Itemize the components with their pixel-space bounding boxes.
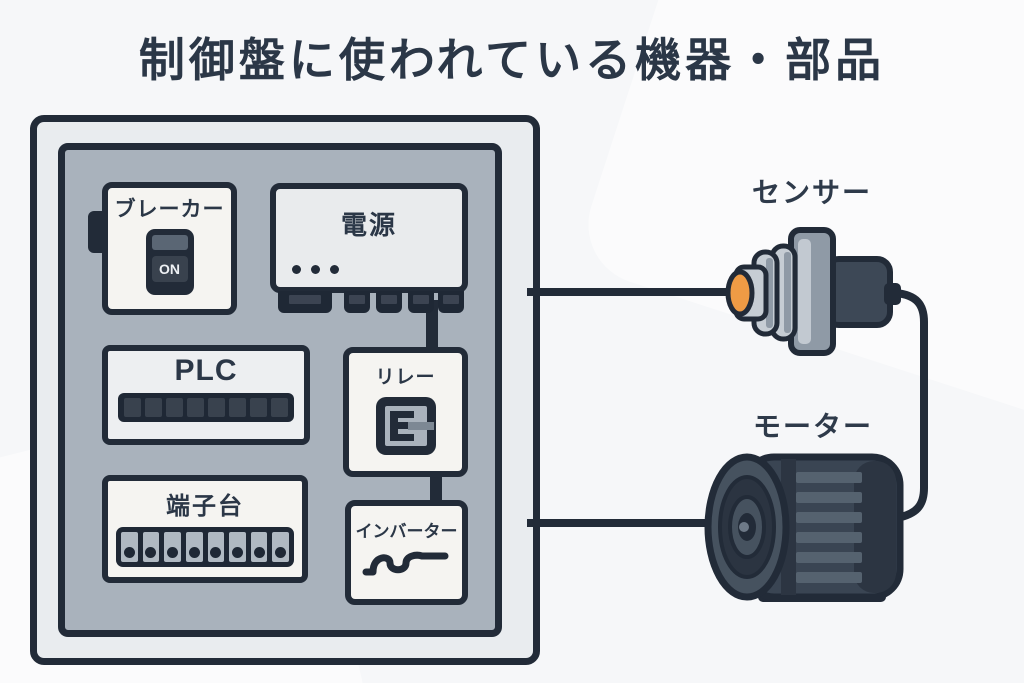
power-supply-label: 電源 [340, 210, 397, 240]
terminal-cell [272, 532, 289, 562]
plc-io-cell [271, 398, 288, 417]
terminal-cell [142, 532, 160, 562]
plc-io-cell [166, 398, 183, 417]
power-indicator-dots [292, 265, 339, 274]
relay-to-inverter-wire [430, 475, 442, 503]
motor-end-cap [854, 461, 896, 593]
motor-shaft [739, 522, 749, 532]
terminal-screw [275, 547, 287, 558]
plc-io-cell [124, 398, 141, 417]
breaker-switch: ON [145, 229, 194, 295]
sensor-cable-nub [884, 283, 901, 305]
relay-box: リレー [343, 347, 468, 477]
terminal-notch [381, 295, 397, 304]
proximity-sensor-icon [725, 227, 901, 356]
plc-io-cell [250, 398, 267, 417]
plc-io-cell [208, 398, 225, 417]
sensor-nut-highlight [798, 239, 811, 344]
power-terminal-stub [438, 291, 464, 313]
terminal-screw [210, 547, 222, 558]
relay-label: リレー [375, 367, 436, 388]
sensor-to-motor-cable [892, 289, 928, 522]
motor-fin [796, 472, 862, 483]
terminal-screw [123, 547, 135, 558]
motor-fin [796, 532, 862, 543]
breaker-switch-indicator [151, 235, 188, 250]
indicator-dot [292, 265, 301, 274]
sine-wave-path [362, 551, 448, 576]
breaker-box: ブレーカー ON [102, 182, 237, 315]
terminal-cell [121, 532, 138, 562]
breaker-label: ブレーカー [114, 198, 225, 221]
sine-wave-icon [362, 551, 448, 576]
terminal-screw [167, 547, 179, 558]
plc-io-cell [187, 398, 204, 417]
relay-contact-slot [407, 422, 434, 430]
page-title: 制御盤に使われている機器・部品 [138, 34, 886, 86]
inverter-label: インバーター [355, 522, 458, 541]
power-terminal-stub [376, 291, 402, 313]
relay-contact-arm [389, 411, 414, 418]
motor-fin [796, 512, 862, 523]
terminal-cell [250, 532, 268, 562]
terminal-notch [443, 295, 459, 304]
plc-label: PLC [174, 354, 238, 387]
relay-contact-arm [389, 434, 414, 441]
plc-io-cell [229, 398, 246, 417]
indicator-dot [330, 265, 339, 274]
motor-fin [796, 492, 862, 503]
plc-io-cell [145, 398, 162, 417]
sensor-ring-shade [784, 252, 791, 333]
terminal-block-box: 端子台 [102, 475, 308, 583]
terminal-notch [289, 295, 321, 304]
motor-fin [796, 552, 862, 563]
terminal-cell [164, 532, 181, 562]
plc-box: PLC [102, 345, 310, 445]
relay-contact-arm [389, 422, 408, 429]
motor-fin [796, 572, 862, 583]
terminal-notch [349, 295, 365, 304]
inverter-box: インバーター [345, 500, 468, 605]
terminal-cell [207, 532, 225, 562]
terminal-screw-row [116, 527, 294, 567]
terminal-screw [145, 547, 157, 558]
terminal-cell [185, 532, 203, 562]
plc-io-row [118, 393, 294, 422]
motor-label: モーター [753, 411, 874, 442]
sensor-tip [725, 269, 755, 317]
power-terminal-stub [278, 291, 332, 313]
breaker-on-label: ON [151, 256, 188, 282]
terminal-screw [231, 547, 243, 558]
sensor-label: センサー [752, 177, 873, 208]
terminal-block-label: 端子台 [166, 493, 244, 520]
terminal-screw [188, 547, 200, 558]
terminal-notch [413, 295, 429, 304]
electric-motor-icon [704, 453, 904, 602]
indicator-dot [311, 265, 320, 274]
relay-contact-icon [375, 397, 436, 455]
power-terminal-stub [344, 291, 370, 313]
power-terminal-stub [408, 291, 434, 313]
terminal-screw [253, 547, 265, 558]
terminal-cell [229, 532, 246, 562]
power-supply-box: 電源 [270, 183, 468, 293]
